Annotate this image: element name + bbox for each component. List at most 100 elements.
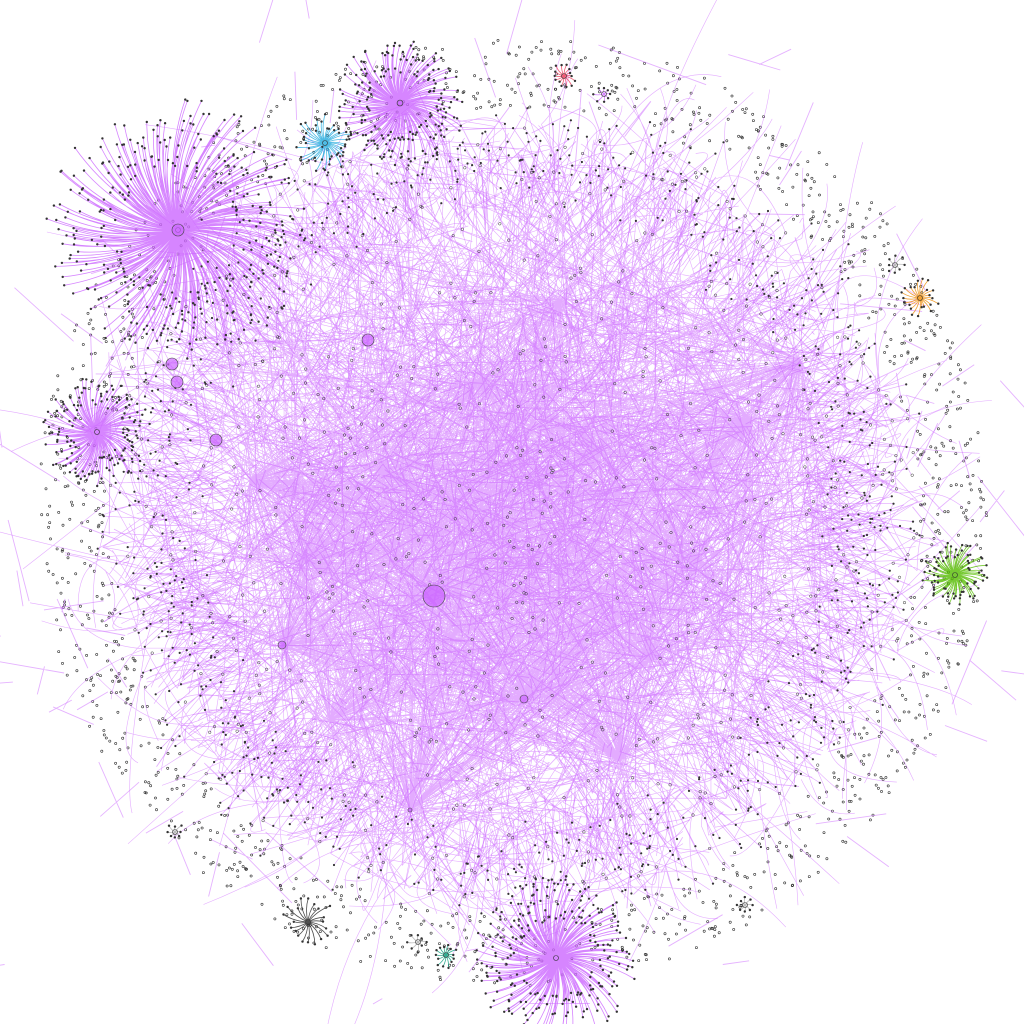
core-node: [311, 471, 315, 475]
cluster-leaf-node: [932, 586, 936, 589]
fringe-node: [700, 172, 703, 175]
cluster-leaf-node: [54, 265, 57, 268]
core-node: [346, 426, 350, 430]
core-node: [262, 609, 267, 613]
isolated-node: [638, 943, 642, 947]
core-node: [417, 727, 421, 731]
isolated-node: [863, 252, 867, 256]
cluster-leaf-node: [105, 390, 109, 393]
fringe-node: [171, 291, 174, 294]
core-node: [535, 562, 540, 566]
cluster-leaf-node: [270, 175, 273, 179]
fringe-node: [770, 274, 773, 277]
core-node: [697, 716, 701, 720]
isolated-node: [424, 46, 427, 50]
core-node: [814, 594, 818, 598]
isolated-node: [140, 336, 144, 339]
isolated-node: [881, 268, 885, 272]
cluster-leaf-node: [437, 957, 440, 960]
isolated-node: [492, 79, 496, 83]
cluster-leaf-node: [100, 477, 103, 480]
cluster-leaf-node: [527, 929, 531, 932]
isolated-node: [175, 787, 179, 790]
core-node: [694, 326, 698, 330]
fringe-node: [831, 408, 834, 411]
core-node: [758, 788, 762, 792]
fringe-node: [607, 168, 610, 171]
fringe-node: [562, 917, 566, 920]
cluster-leaf-node: [433, 60, 436, 63]
core-node: [554, 238, 558, 242]
cluster-leaf-node: [314, 159, 317, 163]
cluster-leaf-node: [356, 132, 359, 135]
fringe-node: [809, 703, 813, 707]
isolated-node: [314, 878, 318, 881]
cluster-leaf-node: [962, 590, 965, 593]
isolated-node: [83, 562, 87, 565]
cluster-leaf-node: [78, 210, 82, 213]
fringe-node: [695, 223, 698, 226]
core-node: [316, 741, 320, 745]
fringe-node: [634, 219, 638, 222]
fringe-node: [836, 689, 839, 692]
fringe-node: [487, 878, 490, 882]
fringe-node: [840, 671, 843, 674]
isolated-node: [728, 884, 732, 888]
core-node: [488, 713, 492, 717]
cluster-leaf-node: [216, 181, 219, 184]
isolated-node: [123, 304, 127, 307]
isolated-node: [957, 533, 960, 537]
fringe-node: [424, 161, 427, 164]
cluster-leaf-node: [276, 266, 279, 270]
cluster-leaf-node: [123, 198, 127, 201]
cluster-leaf-node: [262, 272, 265, 275]
fringe-node: [866, 386, 869, 390]
isolated-node: [902, 334, 906, 338]
cluster-leaf-node: [314, 169, 318, 172]
cluster-leaf-node: [100, 400, 103, 403]
fringe-node: [640, 852, 643, 855]
core-node: [791, 614, 795, 618]
core-node: [416, 192, 420, 196]
fringe-node: [580, 895, 584, 898]
cluster-leaf-node: [254, 239, 258, 242]
fringe-node: [514, 871, 518, 874]
isolated-node: [597, 81, 601, 85]
fringe-node: [641, 863, 645, 866]
core-node: [170, 530, 174, 534]
isolated-node: [645, 926, 649, 930]
isolated-node: [879, 212, 882, 216]
cluster-leaf-node: [515, 937, 518, 941]
core-node: [562, 457, 567, 461]
cluster-leaf-node: [129, 335, 133, 338]
fringe-node: [171, 595, 174, 598]
cluster-leaf-node: [438, 946, 442, 949]
fringe-node: [213, 656, 216, 659]
core-node: [362, 605, 366, 609]
cluster-leaf-node: [596, 997, 599, 1000]
cluster-leaf-node: [432, 68, 435, 72]
cluster-leaf-node: [235, 209, 238, 212]
cluster-leaf-node: [93, 288, 97, 291]
cluster-leaf-node: [937, 564, 940, 567]
cluster-leaf-node: [132, 283, 135, 287]
hub-node: [277, 640, 287, 650]
core-node: [265, 667, 269, 671]
isolated-node: [197, 821, 201, 824]
cluster-leaf-node: [428, 90, 431, 94]
fringe-node: [456, 180, 459, 183]
cluster-leaf-node: [564, 997, 568, 1001]
isolated-node: [132, 273, 136, 277]
core-node: [199, 672, 203, 676]
cluster-leaf-node: [966, 544, 969, 548]
isolated-node: [170, 787, 174, 791]
core-node: [820, 435, 824, 439]
isolated-node: [236, 875, 240, 879]
core-node: [433, 654, 437, 659]
fringe-node: [182, 586, 185, 590]
cluster-leaf-node: [355, 73, 358, 77]
core-node: [327, 493, 331, 497]
fringe-node: [793, 304, 796, 307]
isolated-node: [825, 857, 829, 861]
isolated-node: [934, 446, 938, 450]
